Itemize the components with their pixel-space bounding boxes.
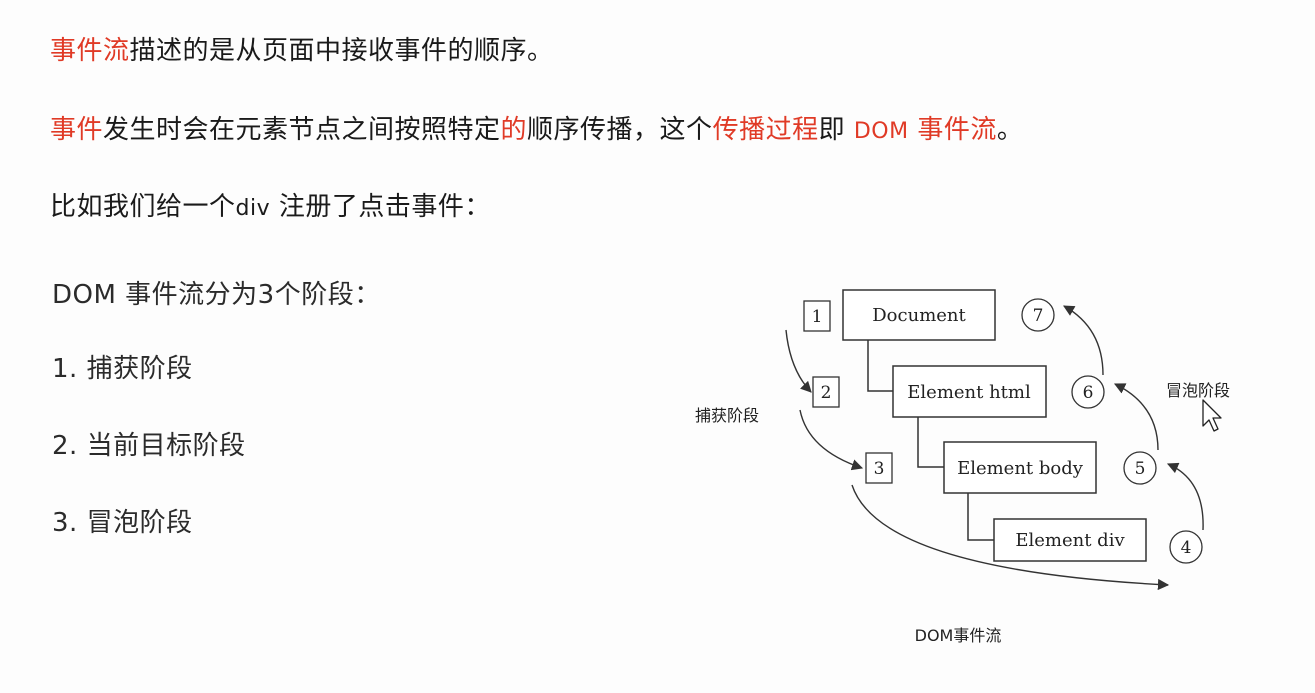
line-text: 即 (818, 115, 854, 145)
code-term: div (235, 196, 271, 221)
phase-item: 2. 当前目标阶段 (52, 431, 246, 461)
line-text: 发生时会在元素节点之间按照特定 (103, 115, 501, 145)
highlight-term: 事件流 (908, 115, 997, 145)
line-text: 描述的是从页面中接收事件的顺序。 (129, 36, 554, 66)
node-document: Document (842, 289, 996, 341)
line-text: 注册了点击事件： (270, 192, 491, 222)
node-label: Document (872, 305, 966, 326)
step-number: 1 (812, 307, 823, 327)
highlight-term: 传播过程 (712, 115, 819, 145)
node-body: Element body (943, 441, 1097, 494)
bubble-step-7: 7 (1021, 298, 1055, 332)
highlight-term: 事件 (50, 115, 104, 145)
bubble-arrows (1063, 305, 1204, 531)
phases-heading: DOM 事件流分为3个阶段： (52, 280, 381, 310)
node-label: Element html (907, 382, 1031, 403)
intro-line: 事件流描述的是从页面中接收事件的顺序。 (50, 34, 554, 68)
step-number: 7 (1033, 306, 1044, 326)
bubble-phase-label: 冒泡阶段 (1166, 381, 1230, 400)
definition-line: 事件发生时会在元素节点之间按照特定的顺序传播，这个传播过程即 DOM 事件流。 (50, 113, 1023, 149)
capture-phase-label: 捕获阶段 (695, 406, 759, 425)
step-number: 4 (1181, 538, 1192, 558)
highlight-term: DOM (853, 119, 909, 144)
capture-step-3: 3 (865, 452, 893, 484)
step-number: 5 (1135, 459, 1146, 479)
line-text: 比如我们给一个 (50, 192, 236, 222)
example-line: 比如我们给一个div 注册了点击事件： (50, 190, 491, 226)
capture-step-2: 2 (812, 376, 840, 408)
phase-item: 1. 捕获阶段 (52, 354, 193, 384)
bubble-step-4: 4 (1169, 530, 1203, 564)
capture-arrows (785, 329, 1170, 591)
capture-step-1: 1 (803, 300, 831, 332)
diagram-caption: DOM事件流 (915, 626, 1002, 645)
node-label: Element body (957, 458, 1084, 479)
node-div: Element div (993, 518, 1147, 562)
bubble-step-6: 6 (1071, 375, 1105, 409)
node-html: Element html (892, 365, 1047, 418)
node-label: Element div (1015, 530, 1125, 551)
step-number: 2 (821, 383, 832, 403)
phase-item: 3. 冒泡阶段 (52, 508, 193, 538)
highlight-term: 事件流 (50, 36, 130, 66)
tree-connectors (867, 340, 994, 541)
bubble-step-5: 5 (1123, 451, 1157, 485)
highlight-term: 的 (500, 115, 528, 145)
step-number: 3 (874, 459, 885, 479)
cursor-arrow-icon (1202, 399, 1222, 432)
step-number: 6 (1083, 383, 1094, 403)
line-text: 顺序传播，这个 (527, 115, 713, 145)
line-text: 。 (996, 115, 1024, 145)
